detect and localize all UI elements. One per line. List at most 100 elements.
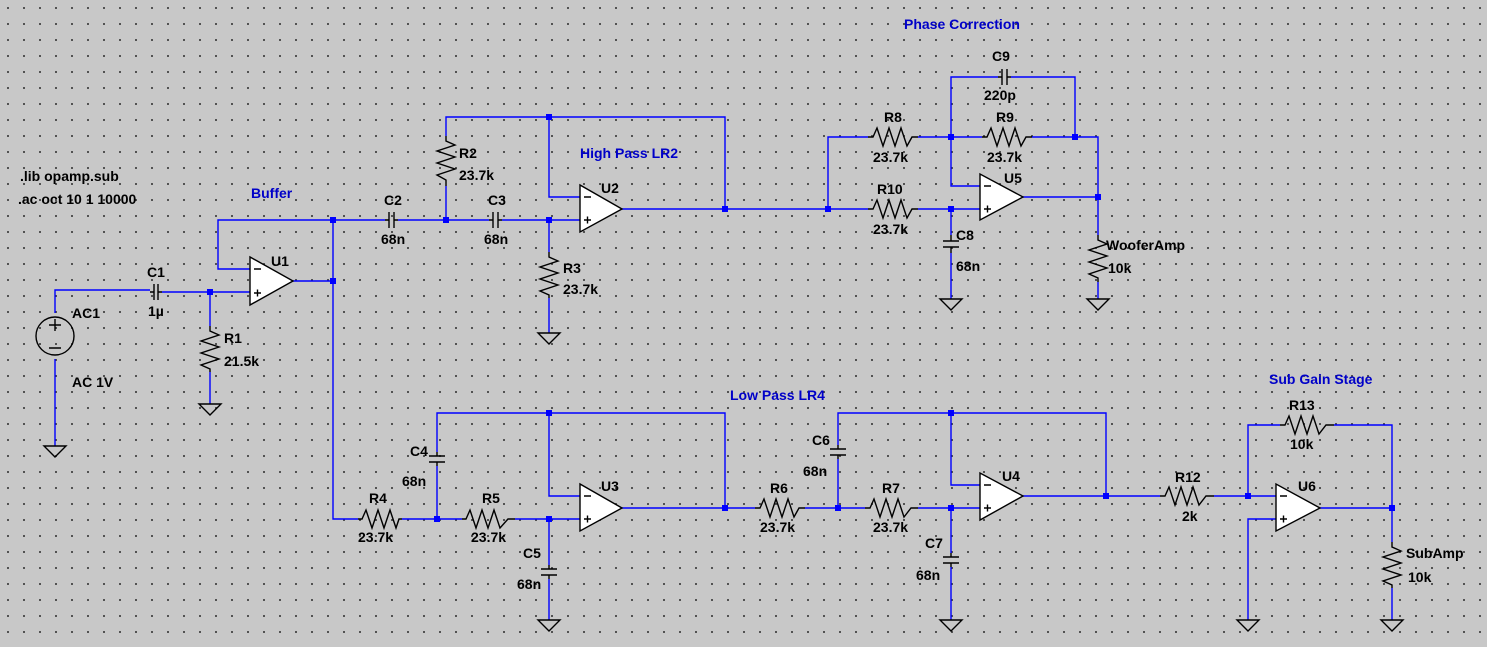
component-value: 68n: [956, 258, 980, 274]
ground-symbol: [938, 619, 964, 632]
junctions: [207, 114, 1395, 522]
section-label-phase-correction: Phase Correction: [904, 16, 1020, 32]
opamp-U1[interactable]: [249, 255, 295, 307]
component-value: 68n: [803, 463, 827, 479]
resistor-R6[interactable]: [755, 496, 805, 520]
capacitor-C3[interactable]: [489, 212, 502, 228]
component-value: 10k: [1408, 569, 1432, 585]
component-name: R8: [884, 109, 902, 125]
component-value: 23.7k: [358, 529, 393, 545]
component-value: 68n: [381, 231, 405, 247]
resistor-R13[interactable]: [1280, 413, 1334, 437]
component-name: SubAmp: [1406, 545, 1464, 561]
resistor-R5[interactable]: [462, 507, 515, 531]
component-value: 2k: [1182, 508, 1198, 524]
capacitor-C2[interactable]: [385, 212, 398, 228]
ground-symbol: [536, 619, 562, 632]
resistor-WooferAmp[interactable]: [1086, 235, 1110, 282]
junction-dot: [1072, 134, 1078, 140]
resistor-R1[interactable]: [198, 326, 222, 372]
opamp-U2[interactable]: [579, 183, 624, 234]
component-value: 68n: [402, 473, 426, 489]
ac-source-AC1[interactable]: [35, 316, 75, 356]
resistor-R12[interactable]: [1160, 484, 1214, 508]
section-label-low-pass: Low Pass LR4: [730, 387, 825, 403]
component-name: C4: [410, 443, 428, 459]
component-name: R1: [224, 330, 242, 346]
component-value: 23.7k: [873, 519, 908, 535]
resistor-R10[interactable]: [868, 197, 918, 221]
junction-dot: [434, 516, 440, 522]
component-name: U3: [601, 478, 619, 494]
component-value: 68n: [916, 567, 940, 583]
opamp-U3[interactable]: [579, 482, 624, 533]
junction-dot: [835, 505, 841, 511]
junction-dot: [722, 505, 728, 511]
capacitor-C7[interactable]: [943, 553, 959, 567]
component-name: R6: [770, 480, 788, 496]
junction-dot: [948, 410, 954, 416]
component-value: 23.7k: [873, 221, 908, 237]
component-value: 68n: [484, 231, 508, 247]
component-value: 23.7k: [459, 167, 494, 183]
junction-dot: [546, 410, 552, 416]
component-value: 21.5k: [224, 353, 259, 369]
junction-dot: [1103, 493, 1109, 499]
spice-lib-directive[interactable]: .lib opamp.sub: [20, 168, 119, 184]
component-name: R2: [459, 145, 477, 161]
wires: [54, 76, 1393, 620]
junction-dot: [1245, 493, 1251, 499]
junction-dot: [948, 505, 954, 511]
resistor-R7[interactable]: [865, 496, 918, 520]
junction-dot: [330, 217, 336, 223]
component-value: 23.7k: [563, 281, 598, 297]
component-name: R13: [1289, 397, 1315, 413]
capacitor-C8[interactable]: [943, 235, 959, 253]
resistor-SubAmp[interactable]: [1380, 542, 1404, 588]
junction-dot: [948, 134, 954, 140]
component-name: C6: [812, 432, 830, 448]
junction-dot: [825, 206, 831, 212]
component-value: 23.7k: [760, 519, 795, 535]
ground-symbol: [1379, 619, 1405, 632]
junction-dot: [207, 289, 213, 295]
junction-dot: [1095, 194, 1101, 200]
component-name: U6: [1298, 478, 1316, 494]
resistor-R3[interactable]: [537, 252, 561, 298]
capacitor-C6[interactable]: [830, 445, 846, 459]
spice-ac-directive[interactable]: .ac oct 10 1 10000: [18, 191, 137, 207]
opamp-U6[interactable]: [1275, 482, 1322, 533]
component-value: 10k: [1290, 436, 1314, 452]
component-name: C1: [147, 264, 165, 280]
opamp-U4[interactable]: [979, 471, 1025, 522]
junction-dot: [546, 114, 552, 120]
component-value: 23.7k: [987, 149, 1022, 165]
component-name: R5: [482, 490, 500, 506]
junction-dot: [1389, 505, 1395, 511]
junction-dot: [948, 206, 954, 212]
component-name: U1: [271, 253, 289, 269]
component-name: C5: [523, 545, 541, 561]
component-name: C9: [992, 48, 1010, 64]
grounds: [42, 298, 1405, 632]
resistor-R2[interactable]: [434, 136, 458, 186]
junction-dot: [546, 516, 552, 522]
component-value: AC 1V: [72, 374, 114, 390]
junction-dot: [546, 217, 552, 223]
capacitor-C1[interactable]: [150, 284, 162, 300]
component-name: U4: [1002, 468, 1020, 484]
resistor-R8[interactable]: [868, 125, 918, 149]
component-name: R9: [996, 109, 1014, 125]
capacitor-C5[interactable]: [541, 565, 557, 579]
component-name: C8: [956, 227, 974, 243]
component-name: C7: [925, 535, 943, 551]
resistor-R4[interactable]: [358, 507, 402, 531]
opamp-U5[interactable]: [979, 172, 1025, 222]
resistor-R9[interactable]: [982, 125, 1032, 149]
capacitor-C4[interactable]: [429, 452, 445, 466]
ground-symbol: [1235, 619, 1261, 632]
junction-dot: [722, 206, 728, 212]
capacitor-C9[interactable]: [998, 69, 1011, 85]
ground-symbol: [197, 403, 223, 416]
